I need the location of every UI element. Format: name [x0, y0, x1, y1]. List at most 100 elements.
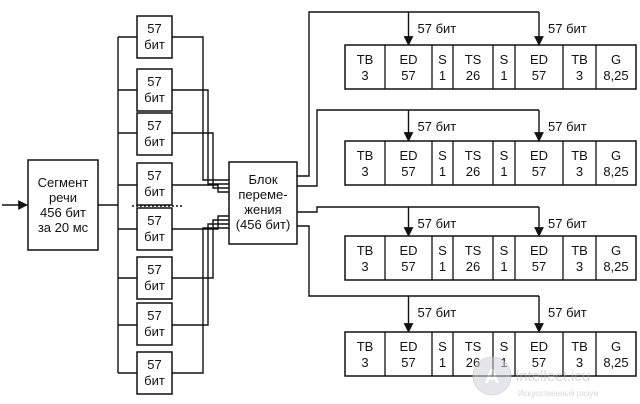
burst-field-name: TB [571, 148, 588, 163]
bit-block-unit: бит [144, 134, 165, 149]
burst-cell: TB3 [571, 339, 588, 370]
interleaver-box: Блок переме- жения (456 бит) [228, 161, 298, 245]
arrow-label: 57 бит [418, 305, 457, 320]
arrow-label: 57 бит [548, 119, 587, 134]
bit-block-unit: бит [144, 184, 165, 199]
watermark-logo-icon [472, 356, 512, 396]
bit-block-count: 57 [147, 213, 161, 228]
burst-field-name: ED [399, 148, 417, 163]
burst-field-name: TB [357, 243, 374, 258]
burst-field-value: 57 [532, 259, 546, 274]
burst-field-name: S [438, 339, 447, 354]
watermark-subtitle: Искусственный разум [518, 389, 599, 398]
burst-field-name: TB [571, 339, 588, 354]
burst-field-name: TB [571, 52, 588, 67]
burst-cell: TB3 [357, 148, 374, 179]
interleaver-line3: жения [244, 202, 281, 217]
burst-field-name: TB [571, 243, 588, 258]
burst-field-value: 26 [466, 259, 480, 274]
burst-cell: G8,25 [603, 148, 628, 179]
burst-field-value: 3 [361, 164, 368, 179]
speech-segment-box: Сегмент речи 456 бит за 20 мс [27, 159, 99, 251]
burst-cell: G8,25 [603, 52, 628, 83]
segment-line4: за 20 мс [38, 220, 89, 235]
burst-field-name: S [500, 243, 509, 258]
burst-field-name: G [611, 148, 621, 163]
burst-field-value: 57 [532, 68, 546, 83]
burst-field-value: 3 [576, 259, 583, 274]
bit-block-count: 57 [147, 118, 161, 133]
watermark-logo-letter: A [485, 366, 499, 388]
watermark-title: intellect.icu [516, 368, 590, 385]
burst-field-value: 1 [439, 68, 446, 83]
burst-field-value: 3 [361, 259, 368, 274]
burst-field-name: TB [357, 52, 374, 67]
burst-field-name: S [500, 52, 509, 67]
burst-field-value: 26 [466, 164, 480, 179]
burst-field-value: 8,25 [603, 355, 628, 370]
segment-line3: 456 бит [40, 205, 86, 220]
burst-cell: S1 [500, 52, 509, 83]
burst-cell: S1 [438, 52, 447, 83]
burst-field-value: 1 [439, 355, 446, 370]
output-route: 57 бит 57 бит [297, 11, 587, 177]
burst-field-value: 1 [500, 68, 507, 83]
burst-field-name: ED [530, 243, 548, 258]
segment-line1: Сегмент [38, 175, 89, 190]
bit-block-unit: бит [144, 373, 165, 388]
burst-cell: G8,25 [603, 339, 628, 370]
burst-cell: TB3 [357, 339, 374, 370]
interleaver-line2: переме- [238, 187, 287, 202]
arrow-label: 57 бит [418, 119, 457, 134]
burst-field-name: ED [530, 339, 548, 354]
burst-field-value: 1 [500, 164, 507, 179]
burst-field-name: TS [465, 148, 482, 163]
burst-rows: TB3ED57S1TS26S1ED57TB3G8,25TB3ED57S1TS26… [344, 44, 637, 377]
burst-field-name: ED [399, 339, 417, 354]
burst-cell: TB3 [357, 243, 374, 274]
burst-field-name: TS [465, 52, 482, 67]
burst-field-name: TB [357, 148, 374, 163]
burst-field-value: 57 [401, 355, 415, 370]
block-connectors [172, 36, 229, 374]
burst-field-name: S [438, 243, 447, 258]
burst-field-name: G [611, 243, 621, 258]
burst-field-value: 57 [401, 259, 415, 274]
burst-field-value: 3 [576, 68, 583, 83]
burst-cell: S1 [438, 339, 447, 370]
burst-field-name: S [438, 148, 447, 163]
burst-field-value: 3 [576, 355, 583, 370]
burst-field-name: TB [357, 339, 374, 354]
burst-cell: TB3 [357, 52, 374, 83]
burst-cell: TB3 [571, 52, 588, 83]
burst-field-name: TS [465, 243, 482, 258]
watermark: A intellect.icu Искусственный разум [472, 356, 599, 398]
burst-field-value: 8,25 [603, 164, 628, 179]
burst-field-value: 3 [361, 355, 368, 370]
burst-field-name: ED [530, 148, 548, 163]
bit-block-unit: бит [144, 278, 165, 293]
burst-field-value: 3 [361, 68, 368, 83]
burst-field-value: 57 [401, 164, 415, 179]
segment-line2: речи [49, 190, 77, 205]
bit-block-unit: бит [144, 229, 165, 244]
burst-cell: TB3 [571, 148, 588, 179]
burst-field-name: G [611, 339, 621, 354]
bit-block-unit: бит [144, 324, 165, 339]
burst-field-name: ED [399, 52, 417, 67]
